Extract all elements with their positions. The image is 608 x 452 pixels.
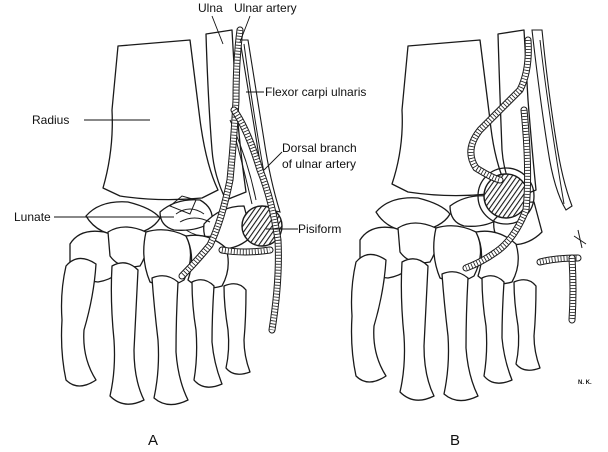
palmar-branch-artery-a: [222, 250, 270, 252]
radius-label: Radius: [32, 113, 69, 127]
dorsal-branch-artery-b: [572, 258, 573, 320]
ulna-label: Ulna: [198, 1, 223, 15]
panel-a-label: A: [148, 432, 158, 449]
dorsal-branch-label-line2: of ulnar artery: [282, 157, 356, 171]
panel-b-illustration: [352, 30, 587, 401]
flexor-carpi-ulnaris-label: Flexor carpi ulnaris: [265, 85, 366, 99]
metacarpal-4: [192, 280, 222, 387]
metacarpal-3: [152, 276, 188, 405]
pisiform-label: Pisiform: [298, 222, 341, 236]
metacarpal-1: [62, 258, 97, 386]
panel-b-label: B: [450, 432, 460, 449]
lunate-label: Lunate: [14, 210, 51, 224]
trapezoid-bone: [108, 227, 147, 267]
artist-signature: N. K.: [578, 380, 592, 386]
dorsal-branch-label-line1: Dorsal branch: [282, 141, 357, 155]
ulnar-artery-label: Ulnar artery: [234, 1, 297, 15]
metacarpal-2: [110, 263, 144, 404]
metacarpal-5: [224, 284, 250, 375]
lunate-recess-b: [484, 174, 528, 218]
